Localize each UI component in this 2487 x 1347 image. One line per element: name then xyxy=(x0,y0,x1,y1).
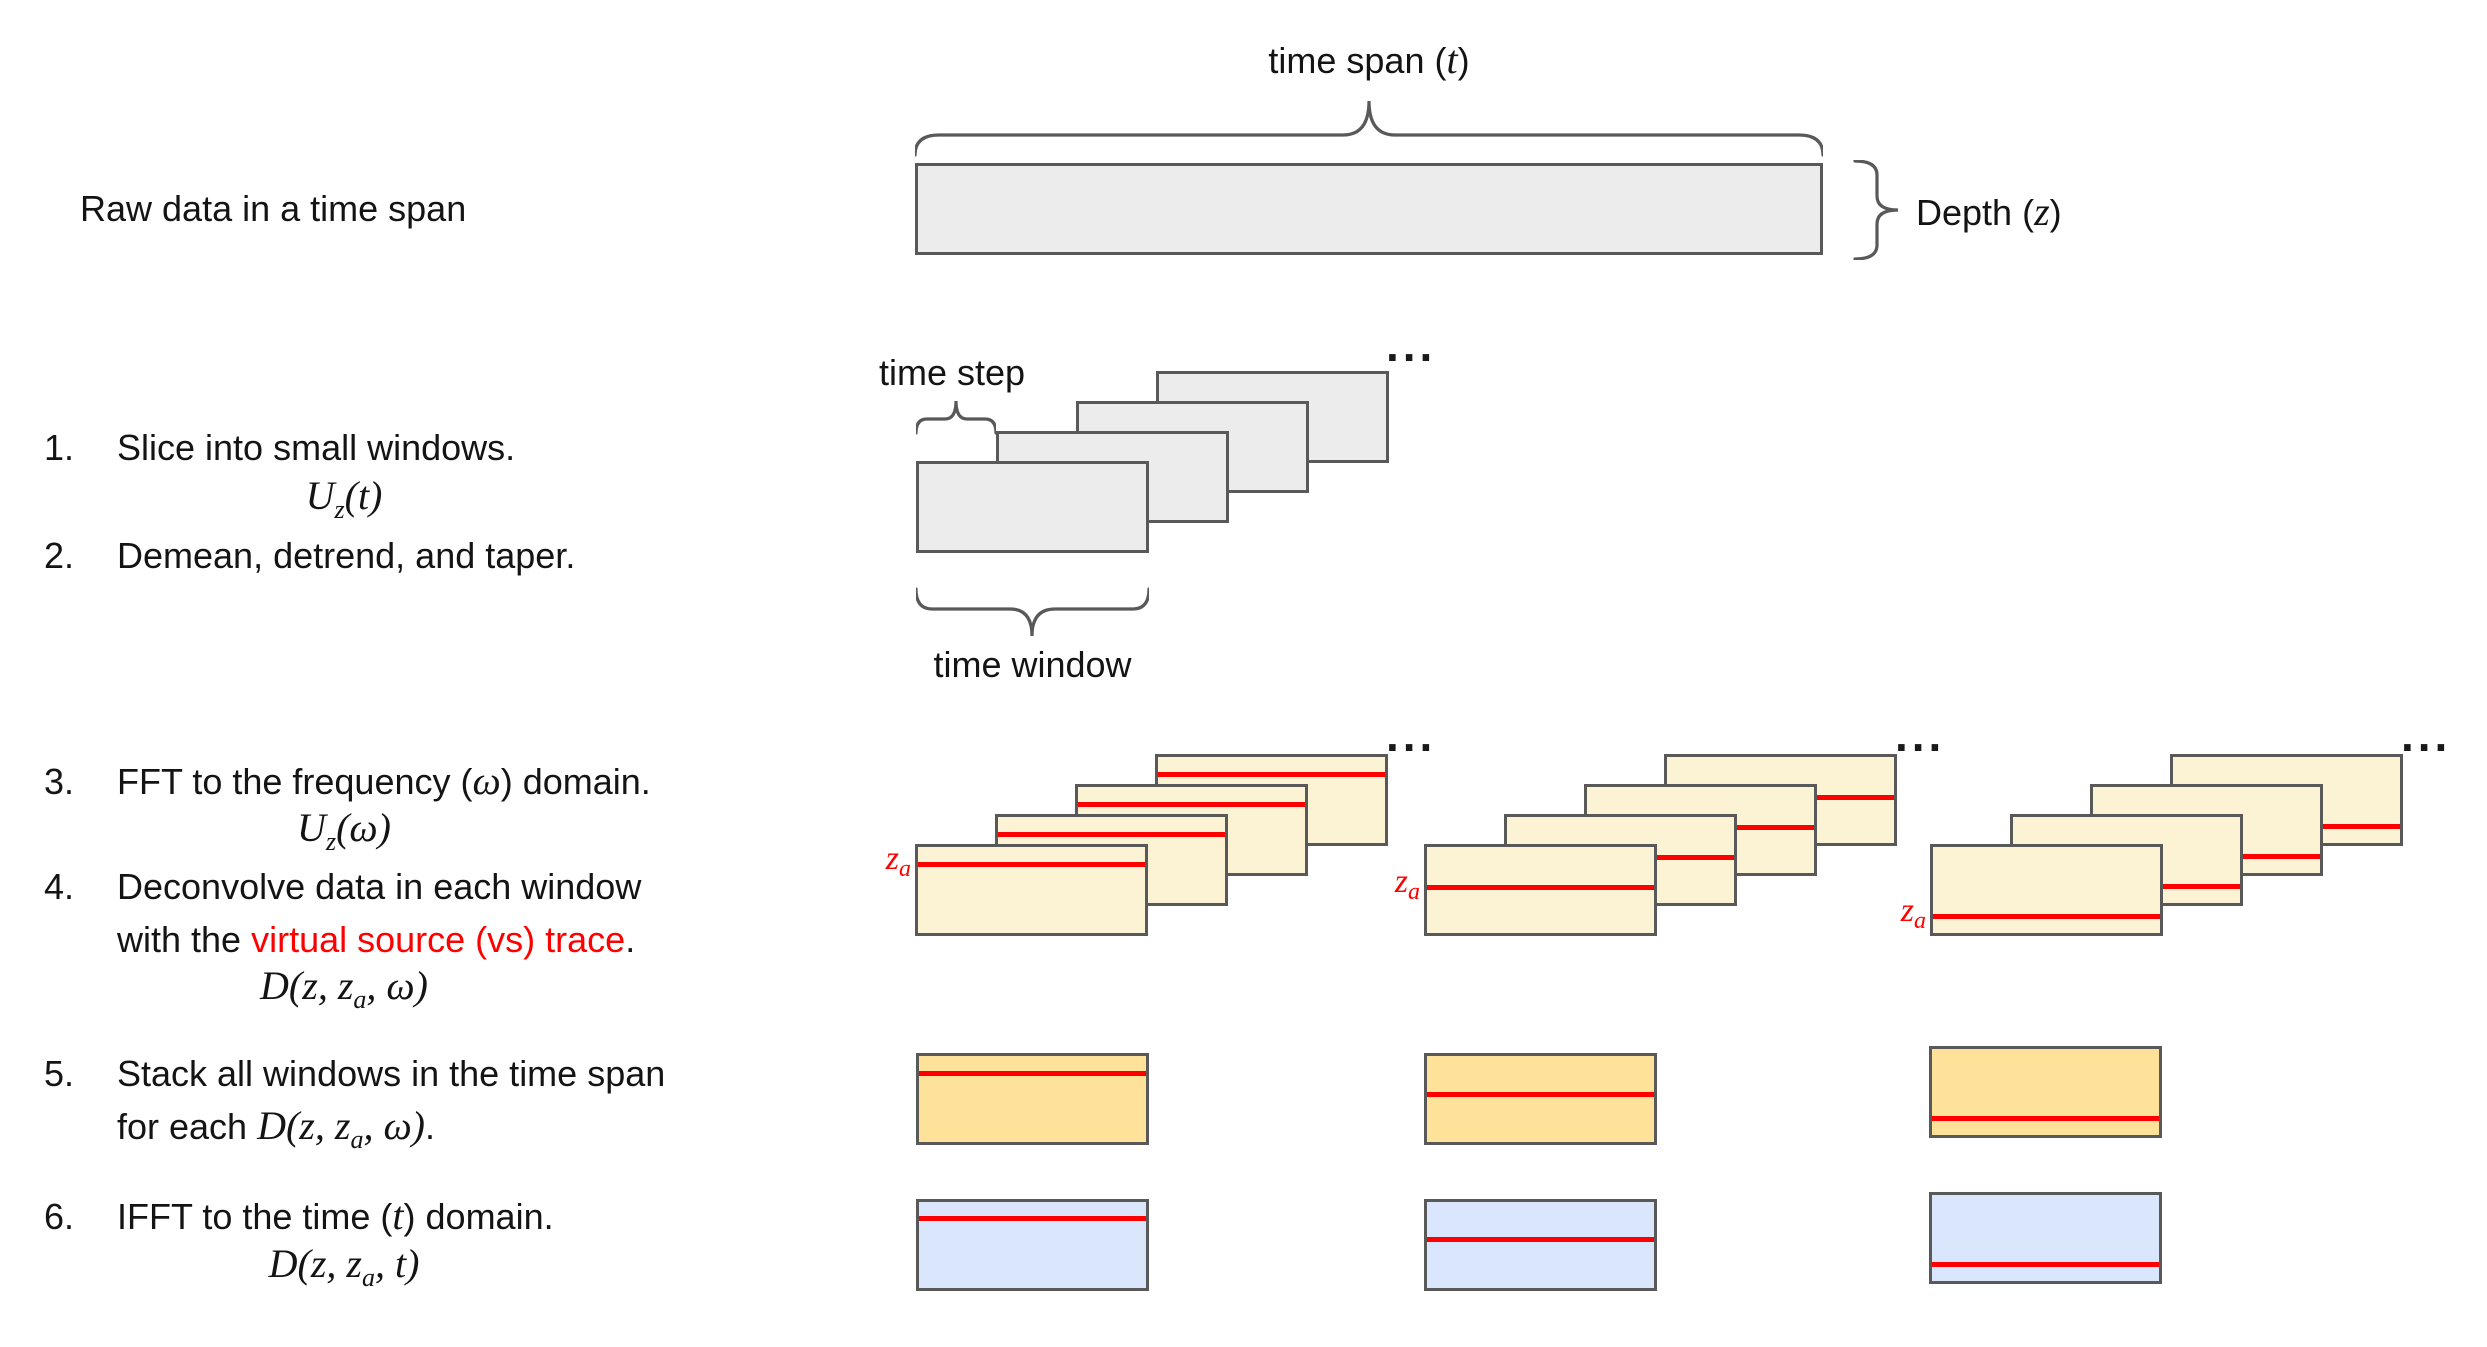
time-span-brace xyxy=(915,100,1823,157)
step-1-formula: Uz(t) xyxy=(305,473,383,524)
step-4-line2: with the virtual source (vs) trace. xyxy=(117,919,636,960)
sliced-window xyxy=(916,461,1149,553)
step-4-line1: 4.Deconvolve data in each window xyxy=(44,866,642,907)
ifft-result xyxy=(916,1199,1149,1291)
time-step-label: time step xyxy=(879,352,1026,393)
ellipsis: ... xyxy=(1895,709,1946,761)
virtual-source-line xyxy=(1427,885,1654,890)
step-5-line2: for each D(z, za, ω). xyxy=(117,1103,436,1154)
time-step-brace xyxy=(916,400,996,435)
deconvolved-g3-window xyxy=(1930,844,2163,936)
step-3-formula: Uz(ω) xyxy=(297,805,391,856)
raw-data-label: Raw data in a time span xyxy=(80,188,467,229)
time-window-label: time window xyxy=(933,644,1132,685)
stacked-result xyxy=(1929,1046,2162,1138)
stacked-result xyxy=(1424,1053,1657,1145)
step-3: 3.FFT to the frequency (ω) domain. xyxy=(44,758,651,803)
depth-brace xyxy=(1853,160,1899,260)
virtual-source-line xyxy=(1932,1116,2159,1121)
virtual-source-line xyxy=(998,832,1225,837)
virtual-source-line xyxy=(1427,1092,1654,1097)
virtual-source-line xyxy=(919,1216,1146,1221)
virtual-source-line xyxy=(1932,1262,2159,1267)
virtual-source-highlight: virtual source (vs) trace xyxy=(251,919,626,960)
time-window-brace xyxy=(916,587,1149,637)
deconvolved-g2-window xyxy=(1424,844,1657,936)
depth-label: Depth (z) xyxy=(1916,189,2062,234)
time-span-label: time span (t) xyxy=(1268,37,1470,82)
virtual-source-line xyxy=(1078,802,1305,807)
step-6-formula: D(z, za, t) xyxy=(268,1241,420,1292)
ellipsis: ... xyxy=(1386,709,1437,761)
za-label: za xyxy=(885,840,911,883)
virtual-source-line xyxy=(1158,772,1385,777)
ellipsis: ... xyxy=(1386,319,1437,371)
ifft-result xyxy=(1424,1199,1657,1291)
ellipsis: ... xyxy=(2401,709,2452,761)
za-label: za xyxy=(1900,891,1926,934)
step-5-line1: 5.Stack all windows in the time span xyxy=(44,1053,666,1094)
ifft-result xyxy=(1929,1192,2162,1284)
step-4-formula: D(z, za, ω) xyxy=(260,963,428,1014)
step-2: 2.Demean, detrend, and taper. xyxy=(44,535,576,576)
step-6: 6.IFFT to the time (t) domain. xyxy=(44,1193,554,1238)
deconvolved-g1-window xyxy=(915,844,1148,936)
za-label: za xyxy=(1394,862,1420,905)
virtual-source-line xyxy=(1427,1237,1654,1242)
stacked-result xyxy=(916,1053,1149,1145)
step-1: 1.Slice into small windows. xyxy=(44,427,516,468)
raw-data-rect xyxy=(915,163,1823,255)
virtual-source-line xyxy=(1933,914,2160,919)
virtual-source-line xyxy=(918,862,1145,867)
virtual-source-line xyxy=(919,1071,1146,1076)
